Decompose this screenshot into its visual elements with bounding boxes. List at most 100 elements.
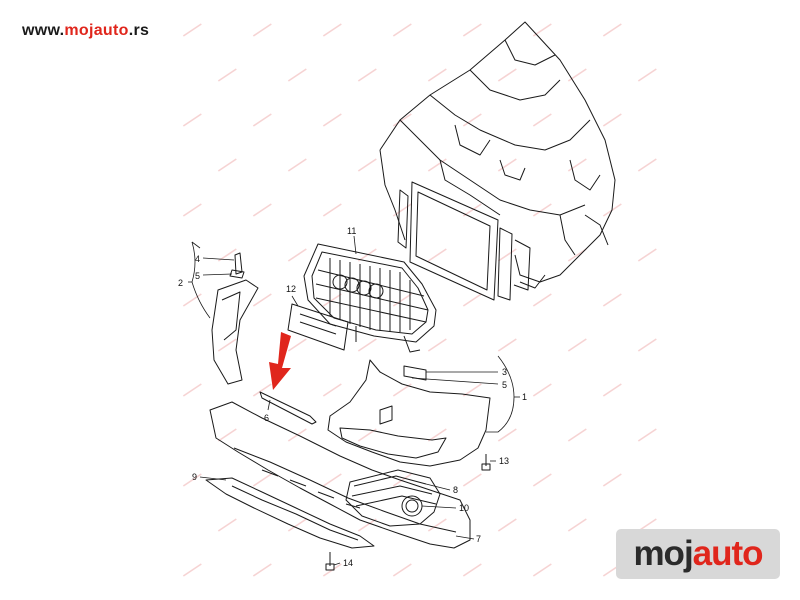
watermark-mark: [357, 248, 377, 262]
watermark-mark: [392, 293, 412, 307]
callout-10: 10: [459, 503, 469, 513]
watermark-mark: [637, 158, 657, 172]
watermark-mark: [427, 248, 447, 262]
trim-strip-part-6: [259, 391, 317, 425]
callout-6: 6: [264, 413, 269, 423]
watermark-mark: [462, 203, 482, 217]
watermark-mark: [497, 248, 517, 262]
watermark-mark: [252, 203, 272, 217]
watermark-mark: [462, 383, 482, 397]
watermark-mark: [637, 338, 657, 352]
callout-2: 2: [178, 278, 183, 288]
watermark-mark: [182, 113, 202, 127]
watermark-mark: [287, 248, 307, 262]
watermark-mark: [357, 68, 377, 82]
watermark-mark: [287, 158, 307, 172]
leader-lines: [188, 235, 520, 566]
callout-4: 4: [195, 254, 200, 264]
watermark-mark: [252, 473, 272, 487]
watermark-mark: [497, 338, 517, 352]
car-body-illustration: [379, 21, 616, 301]
watermark-mark: [392, 563, 412, 577]
watermark-mark: [462, 563, 482, 577]
watermark-mark: [602, 113, 622, 127]
watermark-mark: [427, 518, 447, 532]
watermark-mark: [427, 158, 447, 172]
watermark-mark: [217, 158, 237, 172]
watermark-mark: [427, 338, 447, 352]
callout-13: 13: [499, 456, 509, 466]
watermark-mark: [637, 68, 657, 82]
watermark-mark: [182, 293, 202, 307]
bumper-cover-part-1: [327, 359, 491, 467]
watermark-mark: [392, 23, 412, 37]
watermark-mark: [532, 473, 552, 487]
watermark-mark: [602, 293, 622, 307]
site-url-host: www.: [22, 22, 65, 39]
watermark-mark: [252, 383, 272, 397]
watermark-mark: [567, 338, 587, 352]
watermark-mark: [602, 473, 622, 487]
watermark-mark: [497, 428, 517, 442]
watermark-mark: [357, 338, 377, 352]
watermark-mark: [252, 293, 272, 307]
watermark-mark: [602, 23, 622, 37]
watermark-mark: [532, 383, 552, 397]
watermark-mark: [532, 293, 552, 307]
callout-8: 8: [453, 485, 458, 495]
plate-holder-part-12: [287, 303, 349, 351]
watermark-mark: [217, 428, 237, 442]
watermark-mark: [532, 563, 552, 577]
watermark-mark: [217, 338, 237, 352]
site-url-tld: .rs: [128, 22, 150, 39]
watermark-mark: [497, 158, 517, 172]
site-url[interactable]: www.mojauto.rs: [22, 22, 149, 40]
callout-5-left: 5: [195, 271, 200, 281]
site-url-brand: mojauto: [64, 22, 129, 39]
watermark-mark: [182, 383, 202, 397]
callout-11: 11: [347, 226, 356, 236]
left-bracket-parts: [211, 252, 259, 385]
callout-1: 1: [522, 392, 527, 402]
watermark-mark: [287, 68, 307, 82]
watermark-mark: [287, 338, 307, 352]
watermark-mark: [532, 113, 552, 127]
watermark-mark: [567, 68, 587, 82]
watermark-mark: [567, 518, 587, 532]
watermark-mark: [462, 113, 482, 127]
watermark-mark: [252, 23, 272, 37]
watermark-mark: [322, 293, 342, 307]
watermark-mark: [217, 518, 237, 532]
callout-labels: 11 12 4 5 2 3 5 1 6 13 9 8 10 7 14: [178, 226, 527, 568]
watermark-mark: [182, 203, 202, 217]
watermark-mark: [357, 518, 377, 532]
watermark-mark: [497, 518, 517, 532]
grille-part-11: [303, 243, 437, 353]
fog-grille-part-8: [345, 469, 441, 527]
watermark-mark: [567, 158, 587, 172]
watermark-mark: [182, 473, 202, 487]
callout-5-right: 5: [502, 380, 507, 390]
callout-12: 12: [286, 284, 296, 294]
watermark-mark: [322, 203, 342, 217]
watermark-mark: [322, 383, 342, 397]
watermark-mark: [462, 473, 482, 487]
screw-part-13: [481, 454, 491, 471]
watermark-mark: [427, 428, 447, 442]
watermark-mark: [322, 113, 342, 127]
watermark-mark: [182, 23, 202, 37]
watermark-mark: [392, 473, 412, 487]
watermark-mark: [462, 23, 482, 37]
watermark-mark: [287, 518, 307, 532]
watermark-mark: [637, 248, 657, 262]
callout-7: 7: [476, 534, 481, 544]
watermark-mark: [532, 203, 552, 217]
watermark-mark: [602, 383, 622, 397]
watermark-mark: [357, 158, 377, 172]
watermark-mark: [392, 113, 412, 127]
callout-14: 14: [343, 558, 353, 568]
watermark-mark: [322, 23, 342, 37]
watermark-mark: [252, 563, 272, 577]
